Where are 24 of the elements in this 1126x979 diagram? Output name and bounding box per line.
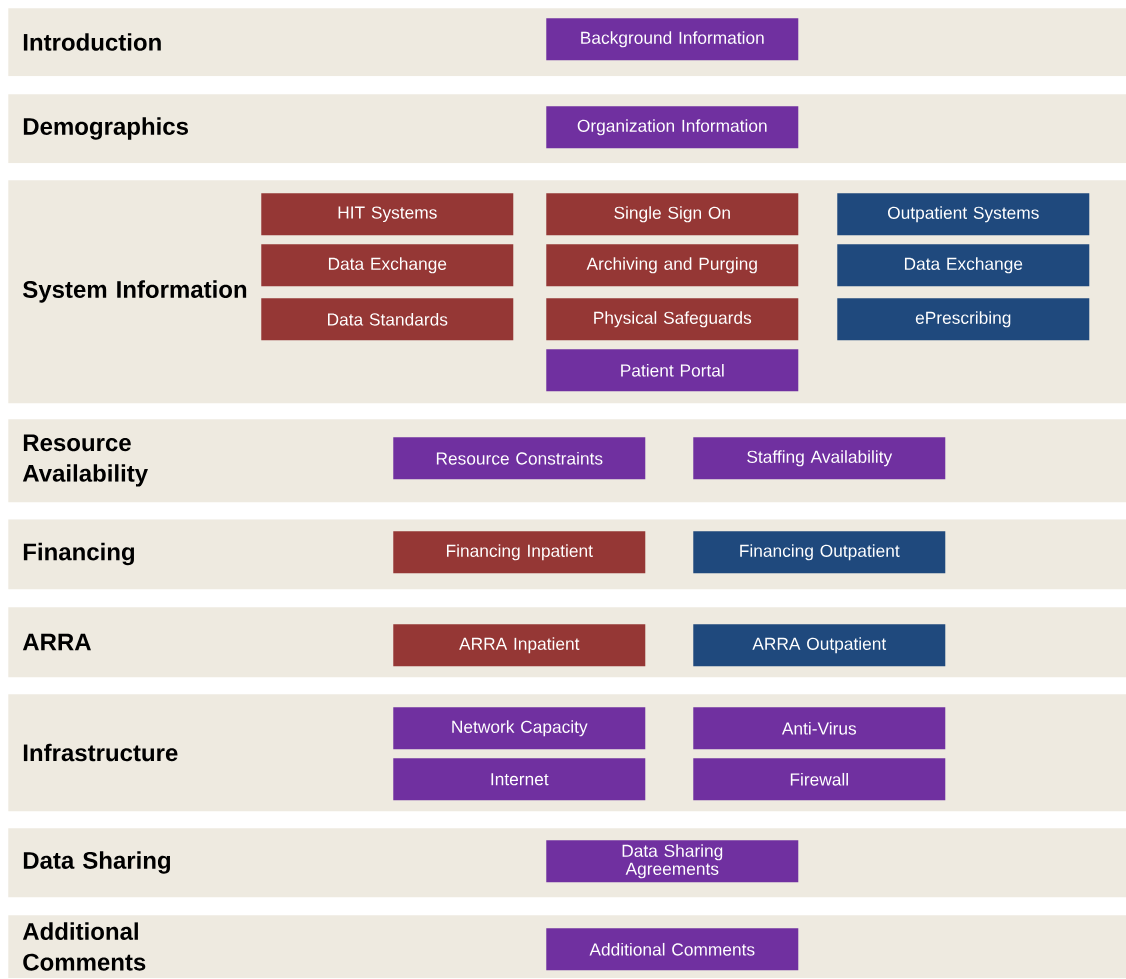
topic-box: Resource Constraints bbox=[393, 437, 646, 480]
topic-box: Archiving and Purging bbox=[546, 244, 799, 287]
topic-box: Financing Inpatient bbox=[393, 531, 646, 574]
topic-box: Additional Comments bbox=[546, 928, 799, 971]
topic-box: Background Information bbox=[546, 18, 799, 61]
topic-box: Data Sharing Agreements bbox=[546, 840, 799, 883]
topic-box: Data Exchange bbox=[261, 244, 514, 287]
topic-box: HIT Systems bbox=[261, 193, 514, 236]
topic-box: Internet bbox=[393, 758, 646, 801]
topic-box: Anti-Virus bbox=[693, 707, 946, 750]
topic-box: Network Capacity bbox=[393, 707, 646, 750]
topic-box: Physical Safeguards bbox=[546, 298, 799, 341]
topic-box: Single Sign On bbox=[546, 193, 799, 236]
topic-box: Staffing Availability bbox=[693, 437, 946, 480]
topic-box: Organization Information bbox=[546, 106, 799, 149]
topic-box: Firewall bbox=[693, 758, 946, 801]
topic-box: ARRA Inpatient bbox=[393, 624, 646, 667]
topic-box: Financing Outpatient bbox=[693, 531, 946, 574]
topic-box: Patient Portal bbox=[546, 349, 799, 392]
topic-box: Data Standards bbox=[261, 298, 514, 341]
topic-box: Outpatient Systems bbox=[837, 193, 1090, 236]
topic-box: Data Exchange bbox=[837, 244, 1090, 287]
topic-box: ARRA Outpatient bbox=[693, 624, 946, 667]
topic-box: ePrescribing bbox=[837, 298, 1090, 341]
